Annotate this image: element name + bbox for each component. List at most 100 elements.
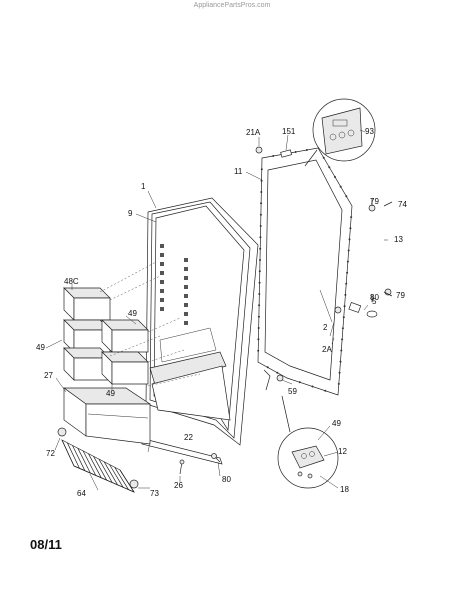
frame-screw-dot [348, 238, 351, 241]
door-handle [368, 204, 392, 296]
basket-wire [66, 442, 80, 469]
top-hinge-parts [255, 146, 293, 158]
shelf-slot [184, 285, 188, 289]
basket-wire [77, 448, 91, 474]
frame-screw-dot [340, 349, 343, 352]
frame-screw-dot [328, 166, 331, 169]
frame-screw-dot [260, 191, 263, 193]
frame-screw-dot [350, 216, 353, 219]
part-label: 48C [64, 277, 79, 286]
basket-wire [93, 456, 108, 481]
part-label: 79 [370, 197, 379, 206]
shelf-slot [184, 321, 188, 325]
frame-screw-dot [257, 338, 260, 341]
bottom-hinge [263, 369, 284, 391]
basket-clip-right [129, 479, 139, 489]
shelf-slot [160, 289, 164, 293]
part-label: 5 [372, 297, 377, 306]
basket-wire [103, 461, 118, 486]
revision-date: 08/11 [30, 537, 62, 552]
frame-screw-dot [345, 195, 348, 198]
frame-screw-dot [259, 213, 262, 216]
frame-screw-dot [322, 156, 325, 159]
frame-screw-dot [338, 371, 341, 374]
frame-screw-dot [257, 349, 260, 352]
shelf-slot [184, 294, 188, 298]
frame-screw-dot [346, 260, 349, 263]
frame-screw-dot [341, 338, 344, 341]
latch-parts [319, 289, 378, 323]
frame-screw-dot [276, 371, 279, 374]
frame-screw-dot [343, 305, 346, 308]
frame-screw-dot [344, 293, 347, 296]
frame-screw-dot [258, 293, 261, 295]
watermark-text: AppliancePartsPros.com [193, 2, 271, 9]
frame-screw-dot [260, 202, 263, 205]
frame-screw-dot [349, 227, 352, 230]
part-label: 73 [150, 489, 159, 498]
basket-wire [61, 439, 75, 467]
part-label: 93 [365, 127, 374, 136]
frame-screw-dot [341, 327, 344, 330]
part-label: 49 [332, 419, 341, 428]
part-label: 59 [288, 387, 297, 396]
hinge-detail [277, 395, 339, 489]
handle-screws [371, 198, 393, 302]
control-panel-detail [304, 98, 376, 167]
basket-wire [119, 469, 135, 493]
part-label: 49 [36, 343, 45, 352]
frame-screw-dot [342, 316, 345, 319]
frame-screw-dot [259, 236, 262, 239]
frame-screw-dot [305, 149, 308, 151]
frame-screw-dot [260, 179, 263, 182]
part-label: 49 [128, 309, 137, 318]
frame-screw-dot [257, 315, 260, 318]
part-label: 26 [174, 481, 183, 490]
shelf-slot [160, 280, 164, 284]
part-label: 13 [394, 235, 403, 244]
basket-wire [72, 445, 86, 471]
part-label: 1 [141, 182, 146, 191]
door-bins [63, 287, 149, 385]
part-label: 2A [322, 345, 332, 354]
part-labels: 1 2 2A 5 9 11 12 13 18 21A 22 26 27 48C … [36, 127, 407, 498]
frame-screw-dot [334, 176, 336, 178]
part-label: 151 [282, 127, 296, 136]
basket-wire [82, 450, 97, 476]
wire-basket [61, 439, 135, 493]
frame-screw-dot [258, 304, 261, 307]
frame-screw-dot [311, 385, 314, 388]
frame-screw-dot [346, 271, 349, 274]
part-label: 80 [222, 475, 231, 484]
frame-screw-dot [258, 270, 261, 273]
part-label: 27 [44, 371, 53, 380]
frame-screw-dot [259, 259, 261, 261]
frame-screw-dot [339, 185, 342, 188]
part-label: 18 [340, 485, 349, 494]
frame-screw-dot [294, 151, 297, 153]
frame-screw-dot [266, 366, 269, 369]
part-label: 21A [246, 128, 261, 137]
basket-wire [98, 458, 113, 483]
door-liner [257, 147, 353, 396]
shelf-slot [184, 267, 188, 271]
shelf-slot [184, 303, 188, 307]
frame-screw-dot [339, 360, 342, 363]
frame-screw-dot [345, 282, 348, 285]
lower-bin [62, 387, 152, 445]
part-label: 12 [338, 447, 347, 456]
part-label: 9 [128, 209, 133, 218]
basket-wire [114, 467, 129, 490]
frame-screw-dot [258, 281, 261, 284]
frame-screw-dot [337, 382, 340, 385]
bin-leader-lines [99, 261, 201, 387]
frame-screw-dot [272, 155, 275, 157]
shelf-slot [160, 298, 164, 302]
basket-wire [88, 453, 102, 478]
shelf-slot [184, 312, 188, 316]
part-label: 49 [106, 389, 115, 398]
part-label: 72 [46, 449, 55, 458]
shelf-slot [160, 262, 164, 266]
door-assembly [145, 197, 259, 446]
